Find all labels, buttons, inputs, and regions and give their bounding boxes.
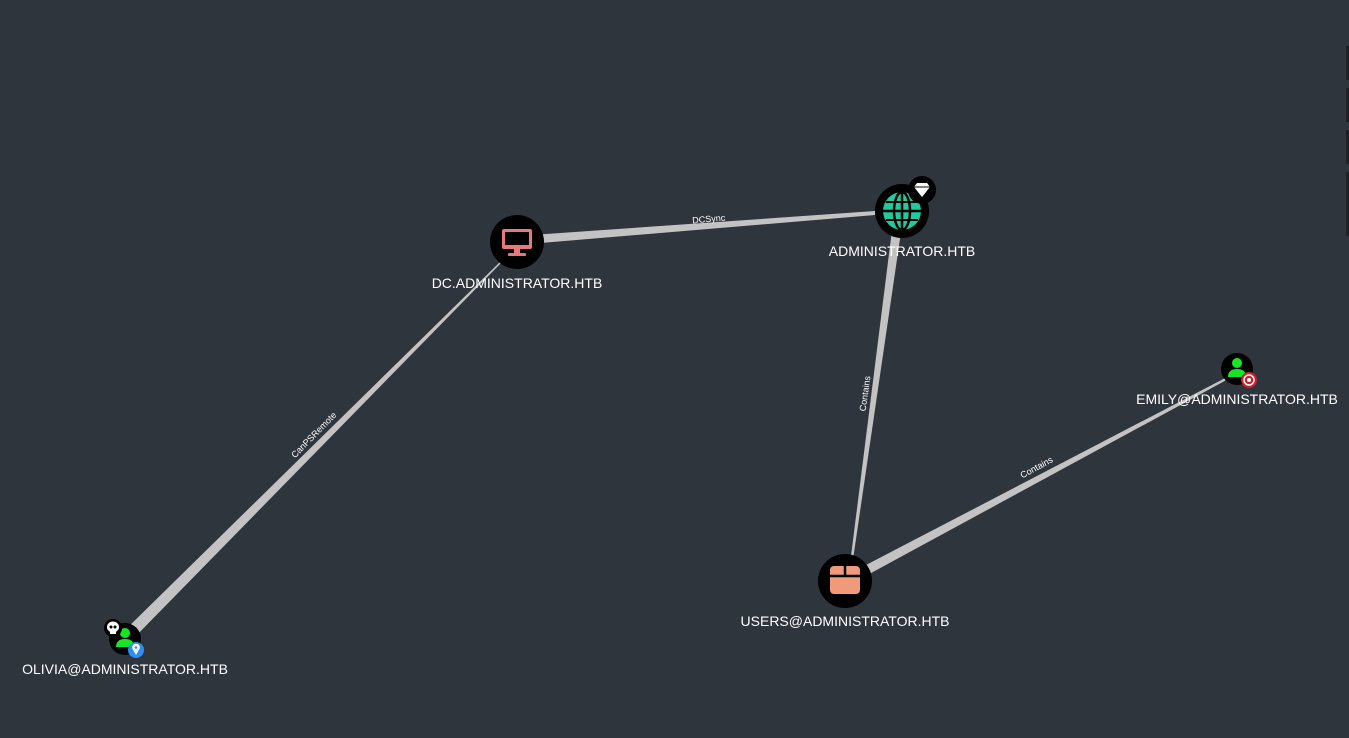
skull-icon [104,619,122,637]
node-dc[interactable]: DC.ADMINISTRATOR.HTB [432,215,603,291]
computer-icon [502,229,532,256]
right-panel-edge-3 [1346,130,1349,164]
pin-icon [128,642,144,658]
user-icon [116,628,134,647]
target-icon [1241,372,1257,388]
node-domain-label: ADMINISTRATOR.HTB [829,243,976,259]
node-olivia[interactable]: OLIVIA@ADMINISTRATOR.HTB [22,619,228,677]
node-olivia-label: OLIVIA@ADMINISTRATOR.HTB [22,661,228,677]
edge-label-dcsync: DCSync [692,213,726,226]
user-icon [1228,358,1246,377]
node-emily[interactable]: EMILY@ADMINISTRATOR.HTB [1136,353,1338,407]
group-box-icon [830,566,860,594]
globe-icon [883,190,921,232]
right-panel-edge-4 [1346,172,1349,236]
edge-contains-emily[interactable] [843,375,1232,585]
node-users[interactable]: USERS@ADMINISTRATOR.HTB [741,554,950,629]
node-users-label: USERS@ADMINISTRATOR.HTB [741,613,950,629]
node-emily-label: EMILY@ADMINISTRATOR.HTB [1136,391,1338,407]
edge-contains-users[interactable] [848,230,901,580]
edge-dcsync[interactable] [517,211,875,245]
right-panel-edge-1 [1346,46,1349,80]
edge-canpsremote[interactable] [121,261,502,641]
edges: DCSync Contains Contains CanPSRemote [121,211,1232,641]
edge-label-contains-users: Contains [858,375,873,412]
node-dc-label: DC.ADMINISTRATOR.HTB [432,275,603,291]
right-panel-edge-2 [1346,88,1349,122]
node-domain[interactable]: ADMINISTRATOR.HTB [829,176,976,259]
gem-icon [908,176,936,204]
